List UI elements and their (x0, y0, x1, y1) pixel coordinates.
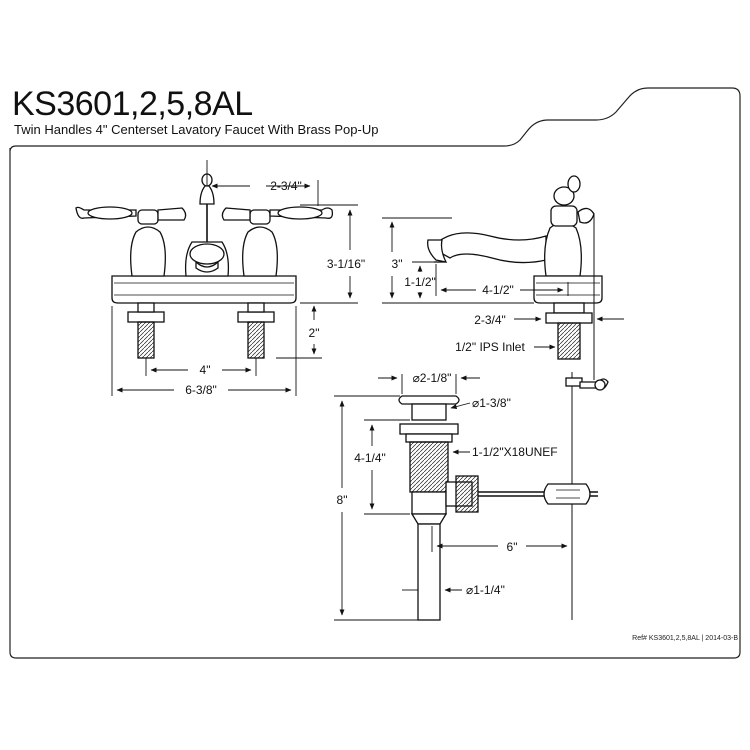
model-number: KS3601,2,5,8AL (12, 85, 253, 123)
front-view-faucet (75, 173, 334, 359)
reference-code: Ref# KS3601,2,5,8AL | 2014-03-B (632, 635, 738, 642)
sheet-frame (9, 87, 741, 659)
dim-side-inlet: 1/2" IPS Inlet (455, 340, 525, 354)
drain-assembly (398, 395, 598, 621)
dim-drain-body: ⌀1-3/8" (472, 396, 511, 410)
dim-side-height: 3" (392, 257, 403, 271)
drain-dimension-lines (334, 374, 568, 621)
dim-front-height: 3-1/16" (327, 257, 365, 271)
dim-side-reach: 4-1/2" (482, 283, 514, 297)
dim-drain-upper: 4-1/4" (354, 451, 386, 465)
product-description: Twin Handles 4" Centerset Lavatory Fauce… (14, 122, 379, 137)
dim-drain-tail: ⌀1-1/4" (466, 583, 505, 597)
dim-side-base: 2-3/4" (474, 313, 506, 327)
dim-front-overall: 6-3/8" (185, 383, 217, 397)
dim-drain-total: 8" (337, 493, 348, 507)
dim-front-center: 4" (200, 363, 211, 377)
dim-front-top-width: 2-3/4" (270, 179, 302, 193)
dim-drain-rod: 6" (507, 540, 518, 554)
dim-front-shank: 2" (309, 326, 320, 340)
dim-side-spout-height: 1-1/2" (404, 275, 436, 289)
side-view-dimension-lines (382, 217, 624, 350)
dim-drain-flange: ⌀2-1/8" (413, 371, 452, 385)
front-view-dimension-lines (111, 160, 358, 396)
dim-drain-thread: 1-1/2"X18UNEF (472, 445, 558, 459)
side-view-faucet (427, 175, 609, 620)
